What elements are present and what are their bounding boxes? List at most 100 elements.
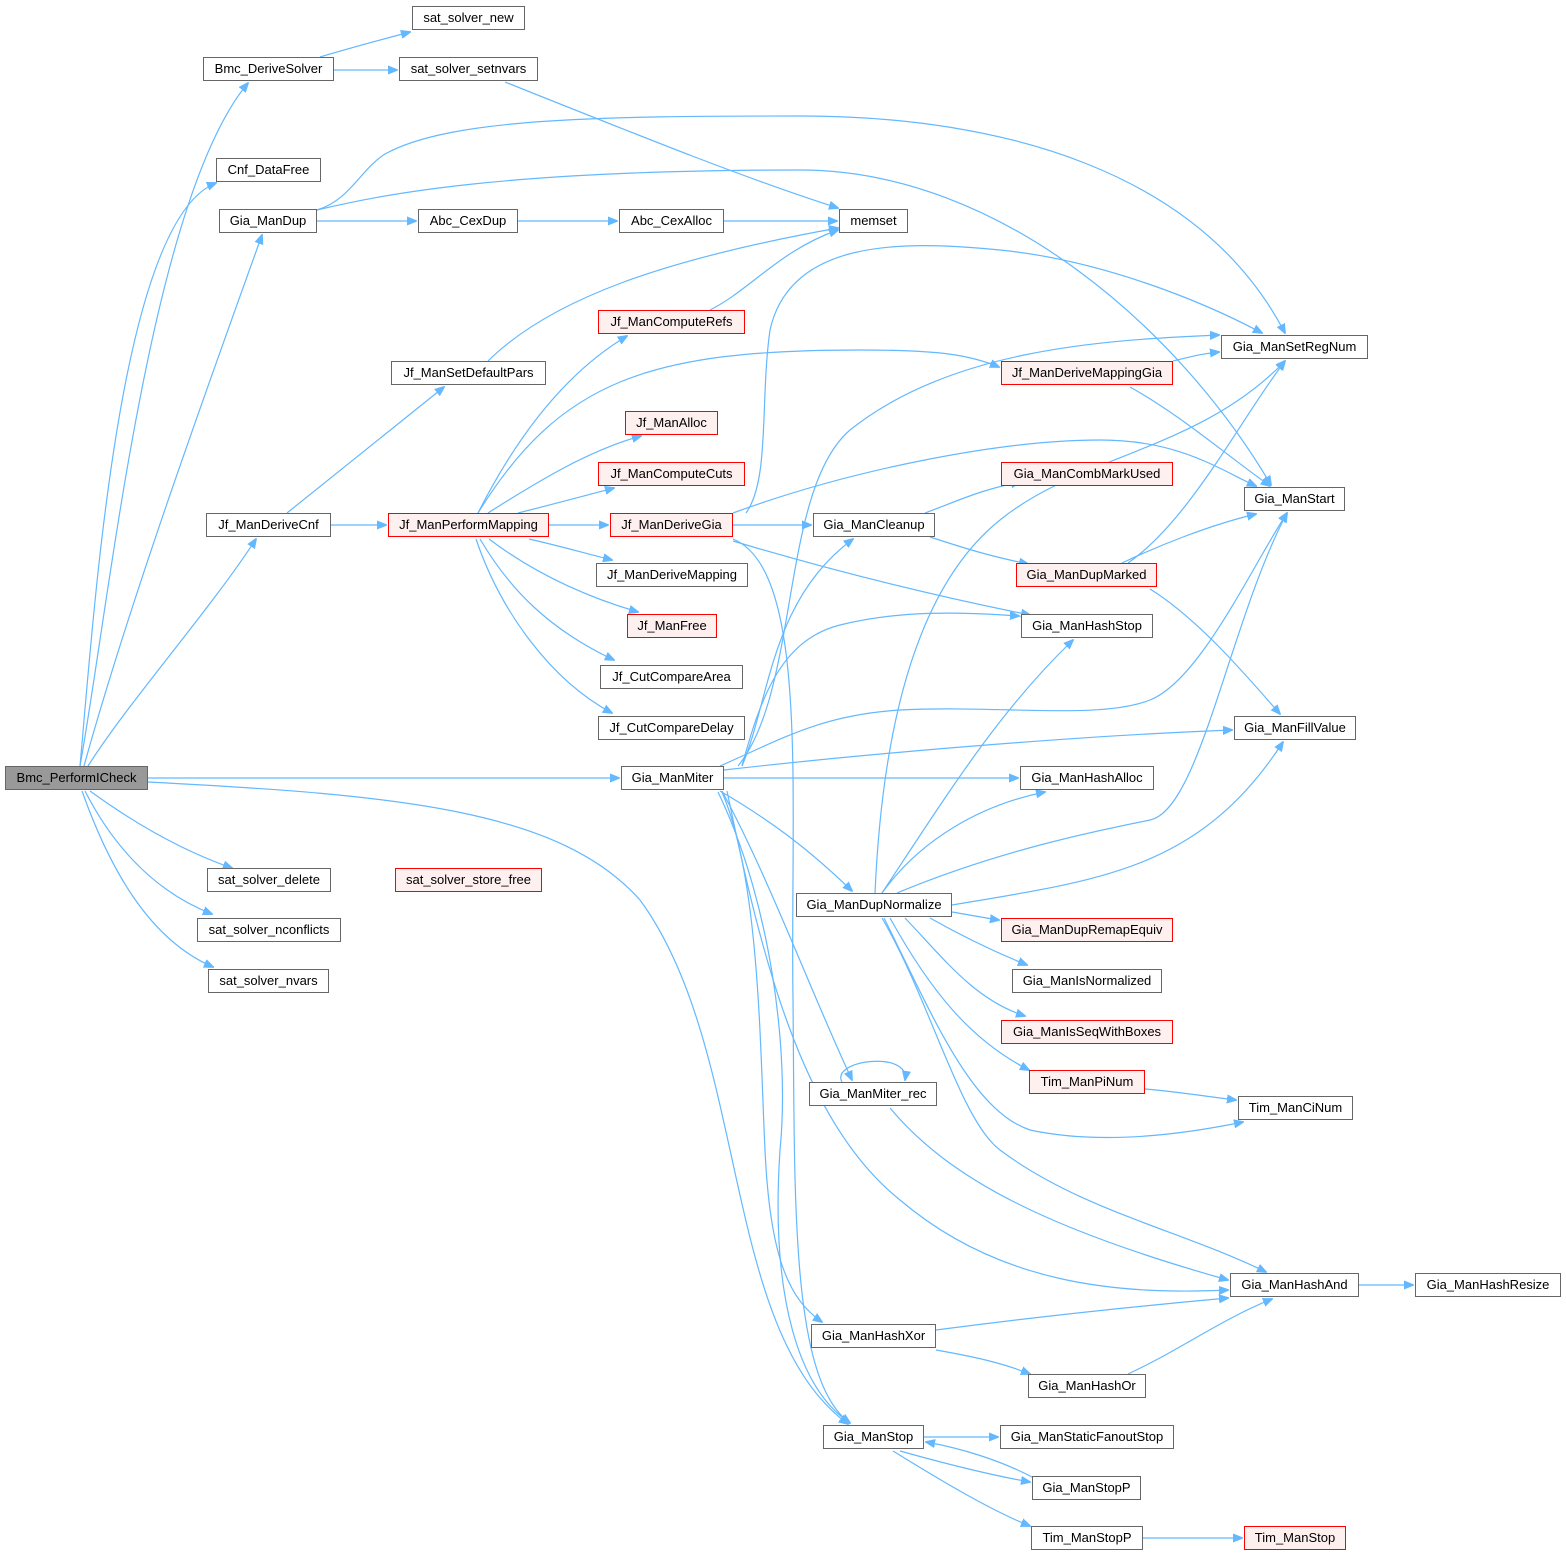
node-jf-manderivemappinggia[interactable]: Jf_ManDeriveMappingGia [1001, 361, 1173, 385]
edge-miter-cleanup [741, 539, 853, 767]
edge-dupmarked-setregnum [1127, 361, 1285, 564]
edge-dupnorm-manstart [896, 513, 1287, 894]
edge-dupnorm-hashand [881, 917, 1266, 1272]
edge-dupnorm-manpinum [889, 917, 1029, 1070]
node-tim-mancinum[interactable]: Tim_ManCiNum [1238, 1096, 1353, 1120]
edge-perfmap-derivemapping [528, 538, 612, 560]
node-jf-mancomputerefs[interactable]: Jf_ManComputeRefs [598, 310, 745, 334]
node-sat-solver-nconflicts[interactable]: sat_solver_nconflicts [197, 918, 341, 942]
node-memset[interactable]: memset [839, 209, 908, 233]
edge-mandup-manstart [316, 169, 1271, 485]
edge-bmc-derivesolver [79, 83, 248, 767]
node-gia-mancombmarkused[interactable]: Gia_ManCombMarkUsed [1001, 462, 1173, 486]
edge-sat-solver-nconflicts [84, 790, 212, 914]
node-abc-cexalloc[interactable]: Abc_CexAlloc [619, 209, 724, 233]
edge-miter-hashxor [721, 791, 822, 1322]
edge-perfmap-cutcomparedelay [475, 538, 612, 713]
edge-dupnorm-mancinum [883, 917, 1243, 1139]
node-gia-mansetregnum[interactable]: Gia_ManSetRegNum [1221, 335, 1368, 359]
edge-hashxor-hashor [935, 1349, 1030, 1374]
node-jf-mansetdefaultpars[interactable]: Jf_ManSetDefaultPars [391, 361, 546, 385]
edge-sat-solver-new [319, 32, 410, 58]
edge-derivecnf-defaultpars [286, 387, 444, 514]
edge-perfmap-free [488, 538, 638, 612]
edge-dupnorm-remapequiv [951, 911, 999, 920]
node-cnf-datafree[interactable]: Cnf_DataFree [216, 158, 321, 182]
node-tim-manstopp[interactable]: Tim_ManStopP [1031, 1526, 1143, 1550]
node-gia-mancleanup[interactable]: Gia_ManCleanup [813, 513, 935, 537]
node-gia-manstaticfanoutstop[interactable]: Gia_ManStaticFanoutStop [1000, 1425, 1174, 1449]
node-gia-manstopp[interactable]: Gia_ManStopP [1032, 1476, 1141, 1500]
edge-jf-manderivecnf [87, 539, 256, 767]
node-gia-manhashstop[interactable]: Gia_ManHashStop [1021, 614, 1153, 638]
node-gia-manhashresize[interactable]: Gia_ManHashResize [1415, 1273, 1561, 1297]
node-gia-manisnormalized[interactable]: Gia_ManIsNormalized [1012, 969, 1162, 993]
node-gia-manmiter-rec[interactable]: Gia_ManMiter_rec [809, 1082, 937, 1106]
node-gia-manhashxor[interactable]: Gia_ManHashXor [811, 1324, 936, 1348]
node-gia-mandup[interactable]: Gia_ManDup [219, 209, 317, 233]
node-sat-solver-delete[interactable]: sat_solver_delete [207, 868, 331, 892]
edge-gia-manstop-main [147, 781, 848, 1424]
edge-setnvars-memset [504, 81, 838, 208]
edge-sat-solver-delete [89, 790, 232, 868]
edge-gia-mandup [83, 235, 262, 767]
edge-miter-manstop [717, 791, 850, 1423]
edge-manstop-stopp [899, 1450, 1030, 1482]
node-abc-cexdup[interactable]: Abc_CexDup [418, 209, 518, 233]
node-gia-manstart[interactable]: Gia_ManStart [1244, 487, 1345, 511]
node-jf-cutcomparedelay[interactable]: Jf_CutCompareDelay [598, 716, 745, 740]
node-jf-cutcomparearea[interactable]: Jf_CutCompareArea [600, 665, 743, 689]
node-tim-manstop[interactable]: Tim_ManStop [1244, 1526, 1346, 1550]
edge-stopp-manstop [926, 1442, 1035, 1479]
node-jf-manfree[interactable]: Jf_ManFree [627, 614, 717, 638]
edge-derivegia-manstop [732, 538, 850, 1423]
node-bmc-performicheck: Bmc_PerformICheck [5, 766, 148, 790]
node-sat-solver-new[interactable]: sat_solver_new [412, 6, 525, 30]
node-gia-manhashor[interactable]: Gia_ManHashOr [1028, 1374, 1146, 1398]
edge-miter-manstart [719, 513, 1287, 767]
node-gia-manhashalloc[interactable]: Gia_ManHashAlloc [1020, 766, 1154, 790]
edge-cnf-datafree [79, 183, 216, 767]
node-sat-solver-store-free[interactable]: sat_solver_store_free [395, 868, 542, 892]
edge-perfmap-alloc [487, 436, 641, 514]
edge-dupnorm-isseqwithboxes [904, 917, 1025, 1016]
node-gia-manstop[interactable]: Gia_ManStop [823, 1425, 924, 1449]
node-jf-manperformmapping[interactable]: Jf_ManPerformMapping [388, 513, 549, 537]
node-gia-manisseqwithboxes[interactable]: Gia_ManIsSeqWithBoxes [1001, 1020, 1173, 1044]
node-jf-manderivegia[interactable]: Jf_ManDeriveGia [610, 513, 733, 537]
edge-mandup-setregnum [316, 115, 1285, 333]
node-jf-manderivemapping[interactable]: Jf_ManDeriveMapping [596, 563, 748, 587]
edge-cleanup-combmarkused [924, 482, 1020, 514]
node-gia-manhashand[interactable]: Gia_ManHashAnd [1230, 1273, 1359, 1297]
edge-perfmap-derivemappinggia [477, 349, 999, 514]
node-bmc-derivesolver[interactable]: Bmc_DeriveSolver [203, 57, 334, 81]
node-gia-manduprenapequiv[interactable]: Gia_ManDupRemapEquiv [1001, 918, 1173, 942]
node-jf-manalloc[interactable]: Jf_ManAlloc [625, 411, 718, 435]
node-tim-manpinum[interactable]: Tim_ManPiNum [1029, 1070, 1145, 1094]
node-sat-solver-setnvars[interactable]: sat_solver_setnvars [399, 57, 538, 81]
edge-miter-fillvalue [723, 730, 1232, 771]
node-sat-solver-nvars[interactable]: sat_solver_nvars [208, 969, 329, 993]
edge-dupnorm-isnormalized [929, 917, 1027, 965]
edge-sat-solver-nvars [81, 790, 213, 967]
edge-miter-dupnormalize [719, 790, 852, 891]
edge-derivegia-setregnum [745, 245, 1262, 514]
edge-dupnorm-setregnum [874, 361, 1285, 894]
edge-derivemappinggia-setregnum [1172, 352, 1219, 362]
node-gia-manfillvalue[interactable]: Gia_ManFillValue [1234, 716, 1356, 740]
node-gia-manmiter[interactable]: Gia_ManMiter [621, 766, 724, 790]
edge-derivegia-hashstop [732, 540, 1030, 615]
edge-hashxor-hashand [935, 1298, 1228, 1331]
edge-miterrec-self [840, 1060, 905, 1083]
edge-miter-miterrec [721, 790, 852, 1080]
node-jf-manderivecnf[interactable]: Jf_ManDeriveCnf [206, 513, 331, 537]
edge-perfmap-computerefs [477, 336, 627, 514]
edge-dupmarked-manstart [1121, 514, 1256, 564]
edge-manstop-timstopp [892, 1450, 1030, 1526]
node-jf-mancomputecuts[interactable]: Jf_ManComputeCuts [598, 462, 745, 486]
node-gia-mandupnormalize[interactable]: Gia_ManDupNormalize [796, 893, 952, 917]
node-gia-mandupmarked[interactable]: Gia_ManDupMarked [1016, 563, 1157, 587]
edge-computerefs-memset [709, 230, 838, 311]
edge-manpinum-mancinum [1144, 1088, 1236, 1100]
edge-dupmarked-fillvalue [1149, 588, 1280, 714]
